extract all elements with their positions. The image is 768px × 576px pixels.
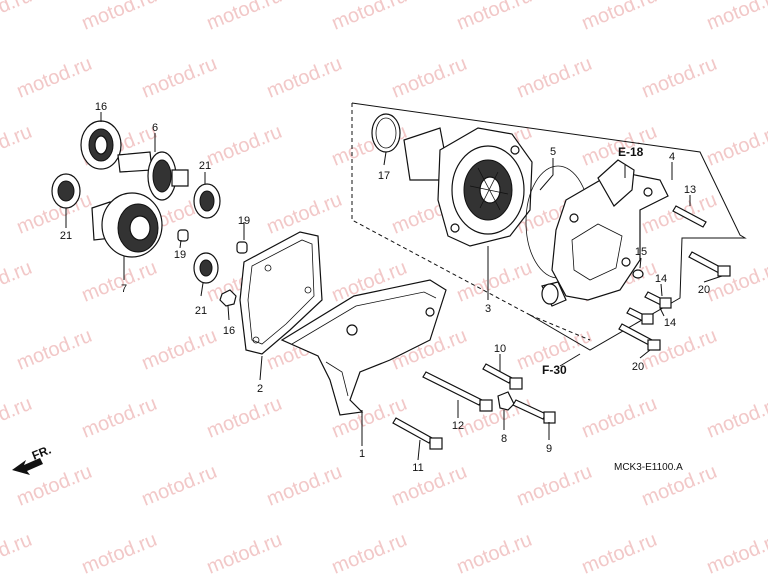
watermark-text: motod.ru [704, 529, 768, 576]
callout-20-upper: 20 [698, 284, 710, 296]
reference-e18: E-18 [618, 145, 644, 159]
part-bolt-10 [482, 363, 523, 390]
watermark-text: motod.ru [454, 393, 535, 443]
part-bearing-16 [80, 120, 122, 170]
watermark-text: motod.ru [454, 529, 535, 576]
watermark-text: motod.ru [389, 53, 470, 103]
watermark-text: motod.ru [139, 53, 220, 103]
part-bolt-14-upper [644, 291, 672, 309]
watermark-text: motod.ru [139, 325, 220, 375]
part-bolt-11 [392, 417, 443, 450]
part-clutch-gear-7 [91, 192, 163, 258]
watermark-text: motod.ru [514, 461, 595, 511]
watermark-text: motod.ru [79, 529, 160, 576]
watermark-text: motod.ru [139, 461, 220, 511]
callout-21-left: 21 [60, 230, 72, 242]
assembly-outline [351, 102, 747, 351]
watermark-text: motod.ru [514, 53, 595, 103]
part-bearing-21-mid [193, 183, 221, 219]
callout-12: 12 [452, 420, 464, 432]
part-bolt-20-lower [618, 323, 661, 351]
direction-label: FR. [30, 443, 53, 463]
part-dowel-pins-19 [177, 229, 248, 254]
watermark-text: motod.ru [639, 53, 720, 103]
watermark-text: motod.ru [704, 0, 768, 35]
watermark-text: motod.ru [0, 393, 35, 443]
callout-13: 13 [684, 184, 696, 196]
callout-14-lower: 14 [664, 317, 676, 329]
leader-lines [65, 112, 723, 461]
part-bolt-14-lower [626, 307, 654, 325]
callout-19-right: 19 [238, 215, 250, 227]
watermark-text: motod.ru [329, 529, 410, 576]
part-bearing-21-lower [193, 252, 219, 284]
watermark-text: motod.ru [579, 393, 660, 443]
callout-3: 3 [485, 303, 491, 315]
callout-labels: 16 6 21 21 7 19 19 21 16 2 17 3 5 4 13 1… [60, 101, 710, 474]
callout-21-mid: 21 [199, 160, 211, 172]
direction-arrow: FR. [12, 443, 53, 475]
callout-20-lower: 20 [632, 361, 644, 373]
watermark-text: motod.ru [704, 121, 768, 171]
part-bolt-13 [672, 205, 707, 228]
watermark-text: motod.ru [204, 393, 285, 443]
callout-15: 15 [635, 246, 647, 258]
callout-10: 10 [494, 343, 506, 355]
callout-9: 9 [546, 443, 552, 455]
part-washer-15 [632, 269, 644, 279]
part-bearing-21-left [51, 173, 81, 209]
part-bolt-12 [422, 371, 493, 412]
watermark-text: motod.ru [454, 257, 535, 307]
callout-19-left: 19 [174, 249, 186, 261]
watermark-text: motod.ru [79, 0, 160, 35]
watermark-text: motod.ru [14, 325, 95, 375]
part-cover-1 [280, 279, 447, 416]
callout-6: 6 [152, 122, 158, 134]
part-nut-17 [219, 289, 237, 307]
watermark-text: motod.ru [204, 0, 285, 35]
callout-5: 5 [550, 146, 556, 158]
watermark-text: motod.ru [454, 0, 535, 35]
part-o-ring-18 [371, 113, 401, 153]
part-clamp-8 [497, 391, 515, 411]
callout-4: 4 [669, 151, 675, 163]
part-bolt-20-upper [688, 251, 731, 277]
reference-f30: F-30 [542, 363, 567, 377]
watermark-text: motod.ru [264, 461, 345, 511]
watermark-text: motod.ru [204, 529, 285, 576]
callout-11: 11 [412, 462, 423, 474]
callout-16: 16 [95, 101, 107, 113]
watermark-text: motod.ru [79, 393, 160, 443]
watermark-text: motod.ru [79, 257, 160, 307]
part-gear-shaft-6 [117, 151, 189, 201]
callout-1: 1 [359, 448, 365, 460]
callout-7: 7 [121, 283, 127, 295]
watermark-text: motod.ru [0, 257, 35, 307]
watermark-text: motod.ru [0, 121, 35, 171]
callout-17: 16 [223, 325, 235, 337]
callout-2: 2 [257, 383, 263, 395]
watermark-text: motod.ru [204, 121, 285, 171]
watermark-text: motod.ru [329, 0, 410, 35]
part-gasket-2 [239, 231, 323, 355]
diagram-code: MCK3-E1100.A [614, 462, 683, 473]
watermark-text: motod.ru [389, 461, 470, 511]
watermark-text: motod.ru [579, 529, 660, 576]
part-water-pump-3 [403, 127, 533, 247]
callout-21-lower: 21 [195, 305, 207, 317]
watermark-text: motod.ru [704, 393, 768, 443]
watermark-text: motod.ru [0, 529, 35, 576]
watermark-text: motod.ru [14, 53, 95, 103]
watermark-text: motod.ru [579, 0, 660, 35]
watermark-text: motod.ru [0, 0, 35, 35]
callout-14-upper: 14 [655, 273, 667, 285]
callout-8: 8 [501, 433, 507, 445]
watermark-text: motod.ru [264, 189, 345, 239]
callout-18: 17 [378, 170, 390, 182]
watermark-text: motod.ru [264, 53, 345, 103]
